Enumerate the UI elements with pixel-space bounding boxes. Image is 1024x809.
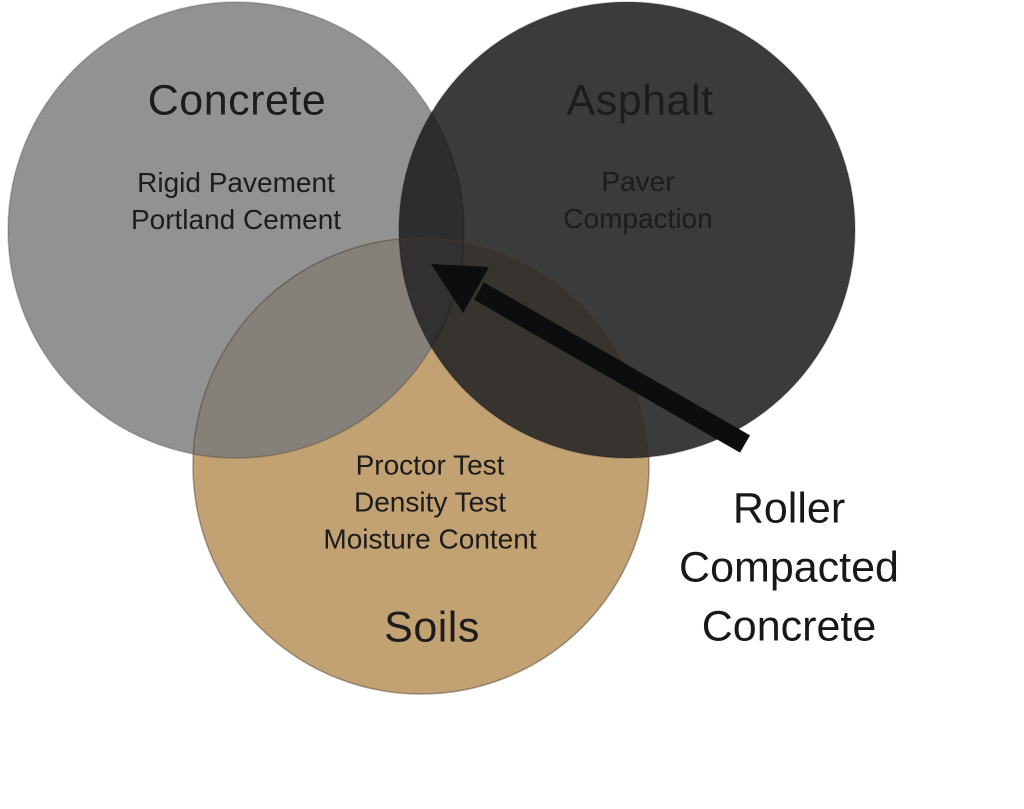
soils-circle-outline	[192, 237, 650, 695]
concrete-soils-overlap	[193, 238, 464, 458]
arrow-head-icon	[431, 264, 489, 313]
arrow-shaft	[474, 282, 750, 453]
asphalt-soils-overlap	[399, 238, 649, 458]
asphalt-circle-outline	[398, 1, 856, 459]
rcc-arrow	[431, 264, 750, 453]
concrete-circle-outline	[7, 1, 465, 459]
